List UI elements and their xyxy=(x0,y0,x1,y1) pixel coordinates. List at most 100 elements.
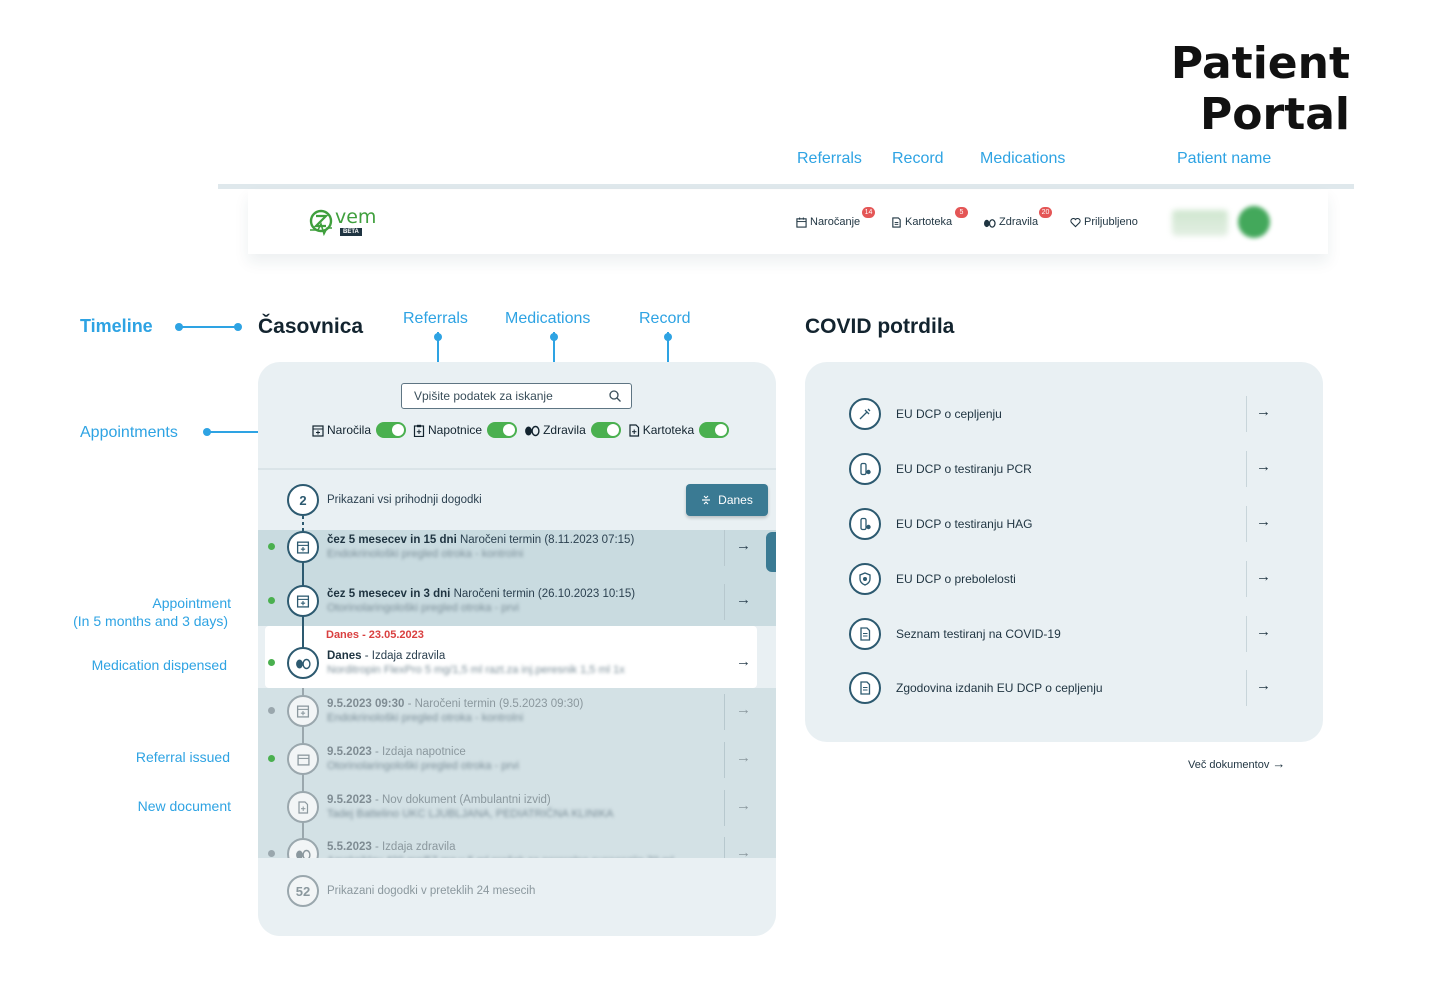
annotation-filter-record: Record xyxy=(639,310,691,327)
timeline-event-medication[interactable]: Danes - Izdaja zdravila Norditropin Flex… xyxy=(258,640,776,688)
shield-virus-icon xyxy=(849,563,881,595)
patient-name-blurred[interactable] xyxy=(1172,210,1228,236)
covid-title: COVID potrdila xyxy=(805,315,955,338)
zvem-logo[interactable]: vem BETA xyxy=(308,206,378,240)
logo-mark-icon xyxy=(309,209,333,237)
search-input[interactable]: Vpišite podatek za iskanje xyxy=(401,383,632,409)
status-dot xyxy=(268,659,275,666)
row-separator xyxy=(724,694,725,730)
row-separator xyxy=(724,837,725,873)
arrow-right-icon[interactable]: → xyxy=(736,797,751,814)
arrow-right-icon[interactable]: → xyxy=(736,653,751,670)
nav-narocanje[interactable]: Naročanje 14 xyxy=(796,207,875,228)
event-icon-circle xyxy=(287,585,319,617)
nav-label: Naročanje xyxy=(810,216,861,228)
nav-kartoteka[interactable]: Kartoteka 5 xyxy=(891,207,968,228)
annotation-appointment: Appointment xyxy=(152,595,231,611)
nav-priljubljeno[interactable]: Priljubljeno xyxy=(1070,216,1138,228)
arrow-right-icon[interactable]: → xyxy=(1256,513,1271,530)
nav-label: Kartoteka xyxy=(905,216,953,228)
timeline-event-appointment[interactable]: čez 5 mesecev in 15 dni Naročeni termin … xyxy=(258,524,776,572)
row-separator xyxy=(1246,561,1247,597)
filter-toggle-zdravila[interactable] xyxy=(590,422,621,438)
event-icon-circle xyxy=(287,647,319,679)
annotation-referral-issued: Referral issued xyxy=(135,749,230,765)
covid-item-recovery[interactable]: EU DCP o prebolelosti → xyxy=(805,559,1323,599)
event-description: - Izdaja napotnice xyxy=(371,746,466,758)
past-count-badge: 52 xyxy=(287,875,319,907)
past-footer xyxy=(258,858,776,936)
filter-toggle-napotnice[interactable] xyxy=(487,422,518,438)
arrow-right-icon[interactable]: → xyxy=(1256,677,1271,694)
filter-toggle-kartoteka[interactable] xyxy=(699,422,730,438)
timeline-title: Časovnica xyxy=(258,315,364,338)
timeline-event-document[interactable]: 9.5.2023 - Nov dokument (Ambulantni izvi… xyxy=(258,784,776,832)
event-date: 9.5.2023 xyxy=(327,746,372,758)
covid-item-history[interactable]: Zgodovina izdanih EU DCP o cepljenju → xyxy=(805,668,1323,708)
timeline-event-referral[interactable]: 9.5.2023 - Izdaja napotnice Otorinolarin… xyxy=(258,736,776,784)
event-title: Danes - Izdaja zdravila xyxy=(327,650,445,662)
arrow-right-icon[interactable]: → xyxy=(736,749,751,766)
pills-icon xyxy=(984,218,996,228)
arrow-right-icon[interactable]: → xyxy=(1256,623,1271,640)
covid-item-pcr[interactable]: EU DCP o testiranju PCR → xyxy=(805,449,1323,489)
filter-label: Zdravila xyxy=(543,423,586,437)
filter-zdravila[interactable]: Zdravila xyxy=(524,422,621,438)
event-description: Naročeni termin (8.11.2023 07:15) xyxy=(456,534,635,546)
arrow-right-icon[interactable]: → xyxy=(736,701,751,718)
event-date: 9.5.2023 09:30 xyxy=(327,698,405,710)
pills-icon xyxy=(525,425,540,436)
event-title: 9.5.2023 09:30 - Naročeni termin (9.5.20… xyxy=(327,698,583,710)
arrow-right-icon[interactable]: → xyxy=(1256,458,1271,475)
document-list-icon xyxy=(849,618,881,650)
today-button-label: Danes xyxy=(718,493,753,507)
filter-narocila[interactable]: Naročila xyxy=(312,422,407,438)
arrow-right-icon[interactable]: → xyxy=(1256,568,1271,585)
more-documents-label: Več dokumentov xyxy=(1188,759,1270,771)
row-separator xyxy=(1246,451,1247,487)
annotation-line xyxy=(207,431,305,433)
arrow-right-icon[interactable]: → xyxy=(736,537,751,554)
filter-bar: Naročila Napotnice Zdravila Kartoteka xyxy=(312,422,736,438)
row-separator xyxy=(724,742,725,778)
timeline-event-appointment[interactable]: 9.5.2023 09:30 - Naročeni termin (9.5.20… xyxy=(258,688,776,736)
filter-divider xyxy=(258,468,776,470)
arrow-right-icon[interactable]: → xyxy=(1256,403,1271,420)
scrollbar[interactable] xyxy=(766,532,776,572)
covid-item-tests-list[interactable]: Seznam testiranj na COVID-19 → xyxy=(805,614,1323,654)
pills-icon xyxy=(296,658,311,669)
header-top-border xyxy=(218,184,1354,189)
event-detail: Tadej Battelino UKC LJUBLJANA, PEDIATRIČ… xyxy=(327,808,614,820)
covid-item-label: EU DCP o prebolelosti xyxy=(896,572,1016,586)
event-detail: Otorinolaringološki pregled otroka - prv… xyxy=(327,760,519,772)
heart-icon xyxy=(1070,217,1081,227)
document-plus-icon xyxy=(629,423,639,437)
covid-item-vaccination[interactable]: EU DCP o cepljenju → xyxy=(805,394,1323,434)
event-description: - Izdaja zdravila xyxy=(361,650,446,662)
covid-item-label: Zgodovina izdanih EU DCP o cepljenju xyxy=(896,681,1103,695)
row-separator xyxy=(724,530,725,566)
search-icon[interactable] xyxy=(608,389,622,403)
more-documents-link[interactable]: Več dokumentov → xyxy=(1188,756,1285,771)
annotation-dot xyxy=(550,333,558,341)
covid-item-hag[interactable]: EU DCP o testiranju HAG → xyxy=(805,504,1323,544)
document-icon xyxy=(892,216,901,228)
today-button[interactable]: Danes xyxy=(686,484,768,516)
event-description: - Izdaja zdravila xyxy=(371,841,456,853)
filter-napotnice[interactable]: Napotnice xyxy=(413,422,518,438)
row-separator xyxy=(724,584,725,620)
calendar-plus-icon xyxy=(296,541,310,554)
nav-zdravila[interactable]: Zdravila 20 xyxy=(983,207,1052,228)
filter-toggle-narocila[interactable] xyxy=(376,422,407,438)
arrow-right-icon[interactable]: → xyxy=(736,591,751,608)
annotation-timeline: Timeline xyxy=(80,316,153,336)
avatar[interactable] xyxy=(1238,206,1270,238)
search-placeholder: Vpišite podatek za iskanje xyxy=(414,389,553,403)
arrow-right-icon[interactable]: → xyxy=(736,844,751,861)
annotation-filter-referrals: Referrals xyxy=(403,310,468,327)
timeline-event-appointment[interactable]: čez 5 mesecev in 3 dni Naročeni termin (… xyxy=(258,578,776,626)
annotation-referrals: Referrals xyxy=(797,150,862,167)
nav-badge: 20 xyxy=(1039,207,1052,218)
past-events-text[interactable]: Prikazani dogodki v preteklih 24 mesecih xyxy=(327,885,536,897)
filter-kartoteka[interactable]: Kartoteka xyxy=(628,422,730,438)
